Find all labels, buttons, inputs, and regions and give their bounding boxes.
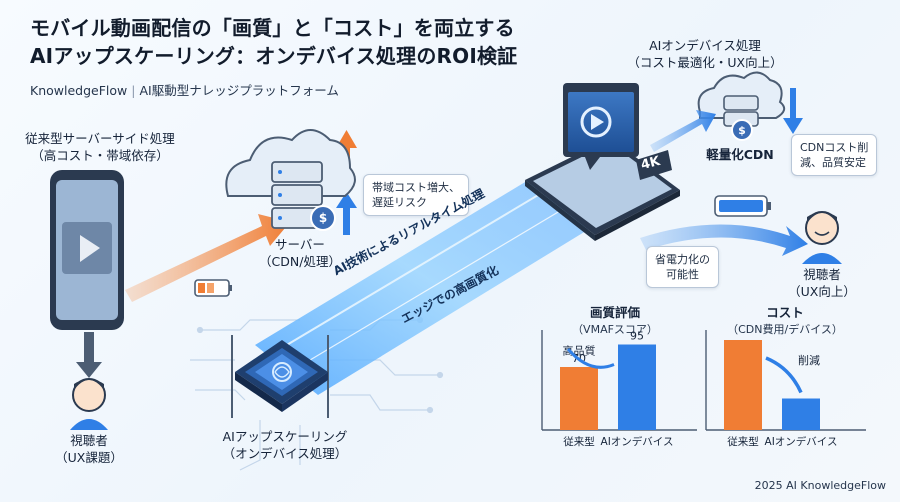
down-arrow-icon bbox=[76, 332, 102, 378]
brand-tagline: AI駆動型ナレッジプラットフォーム bbox=[139, 83, 339, 98]
brand-line: KnowledgeFlow|AI駆動型ナレッジプラットフォーム bbox=[30, 80, 339, 99]
viewer-right-sub: （UX向上） bbox=[788, 284, 856, 299]
video-screen-icon bbox=[563, 83, 639, 170]
cost-annotation: 削減 bbox=[798, 353, 820, 367]
quality-chart-subtitle: （VMAFスコア） bbox=[572, 323, 658, 336]
viewer-right-title: 視聴者 bbox=[803, 267, 841, 282]
on-device-heading: AIオンデバイス処理 （コスト最適化・UX向上） bbox=[620, 37, 790, 71]
viewer-left-sub: （UX課題） bbox=[55, 450, 123, 465]
page-title: モバイル動画配信の「画質」と「コスト」を両立する AIアップスケーリング：オンデ… bbox=[30, 14, 517, 70]
bandwidth-callout-line-2: 遅延リスク bbox=[372, 196, 427, 209]
bandwidth-cost-callout: 帯域コスト増大、 遅延リスク bbox=[363, 174, 469, 216]
power-callout-line-2: 可能性 bbox=[666, 268, 699, 281]
quality-chart-title: 画質評価 bbox=[589, 305, 640, 320]
viewer-right-label: 視聴者 （UX向上） bbox=[772, 266, 872, 300]
cdn-callout-line-1: CDNコスト削 bbox=[800, 141, 869, 154]
cdn-label: 軽量化CDN bbox=[706, 147, 774, 162]
quality-tick-label-1: 従来型 bbox=[563, 435, 595, 448]
4k-badge-icon bbox=[636, 150, 672, 180]
chip-sub: （オンデバイス処理） bbox=[222, 446, 348, 461]
cost-tick-label-2: AIオンデバイス bbox=[765, 435, 838, 448]
battery-full-icon bbox=[714, 195, 771, 217]
legacy-heading-line-2: （高コスト・帯域依存） bbox=[31, 148, 169, 163]
cost-chart-subtitle: （CDN費用/デバイス） bbox=[727, 323, 843, 336]
ai-chip-icon bbox=[231, 335, 329, 418]
battery-low-icon bbox=[194, 279, 232, 297]
legacy-phone-icon bbox=[50, 170, 124, 330]
cost-down-arrow-icon bbox=[783, 88, 803, 134]
cost-chart: 従来型 AIオンデバイス 削減 bbox=[705, 330, 866, 448]
brand-separator: | bbox=[131, 83, 136, 98]
power-callout-line-1: 省電力化の bbox=[655, 253, 710, 266]
cdn-cost-callout: CDNコスト削 減、品質安定 bbox=[791, 134, 878, 176]
chip-title: AIアップスケーリング bbox=[222, 429, 348, 444]
cost-chart-header: コスト （CDN費用/デバイス） bbox=[705, 302, 865, 337]
cdn-link-arrow bbox=[650, 110, 716, 152]
brand-name: KnowledgeFlow bbox=[30, 83, 128, 98]
quality-bar-1 bbox=[560, 367, 598, 430]
viewer-left-label: 視聴者 （UX課題） bbox=[39, 432, 139, 466]
quality-annotation-arrow bbox=[566, 348, 615, 369]
bandwidth-callout-line-1: 帯域コスト増大、 bbox=[372, 181, 460, 194]
cost-annotation-arrow bbox=[765, 356, 803, 394]
quality-tick-label-2: AIオンデバイス bbox=[601, 435, 674, 448]
power-saving-callout: 省電力化の 可能性 bbox=[646, 246, 719, 288]
lightweight-cdn-icon: $ bbox=[697, 71, 786, 141]
cost-bar-1 bbox=[724, 340, 762, 430]
quality-bar-2 bbox=[618, 344, 656, 430]
cost-tick-label-1: 従来型 bbox=[727, 435, 759, 448]
quality-chart-header: 画質評価 （VMAFスコア） bbox=[540, 302, 690, 337]
latency-up-arrow-icon bbox=[336, 192, 357, 235]
svg-text:$: $ bbox=[319, 211, 327, 225]
viewer-left-title: 視聴者 bbox=[70, 433, 108, 448]
on-device-heading-line-2: （コスト最適化・UX向上） bbox=[627, 55, 783, 70]
footer-copyright: 2025 AI KnowledgeFlow bbox=[754, 479, 886, 492]
title-line-1: モバイル動画配信の「画質」と「コスト」を両立する bbox=[30, 16, 515, 40]
legacy-heading: 従来型サーバーサイド処理 （高コスト・帯域依存） bbox=[20, 130, 180, 164]
on-device-heading-line-1: AIオンデバイス処理 bbox=[649, 38, 761, 53]
quality-value-label-2: 95 bbox=[630, 330, 644, 343]
server-request-arrow bbox=[125, 214, 290, 302]
chip-label: AIアップスケーリング （オンデバイス処理） bbox=[210, 428, 360, 462]
server-sub: （CDN/処理） bbox=[259, 254, 341, 269]
server-label: サーバー （CDN/処理） bbox=[250, 236, 350, 270]
cloud-server-icon: $ bbox=[225, 129, 356, 231]
cost-bar-2 bbox=[782, 398, 820, 430]
delivery-arrow bbox=[640, 224, 808, 256]
cdn-callout-line-2: 減、品質安定 bbox=[800, 156, 866, 169]
svg-text:$: $ bbox=[738, 124, 746, 137]
cost-chart-title: コスト bbox=[766, 305, 804, 320]
title-line-2: AIアップスケーリング：オンデバイス処理のROI検証 bbox=[30, 44, 518, 68]
light-beam bbox=[255, 170, 612, 395]
viewer-right-icon bbox=[802, 211, 842, 264]
legacy-heading-line-1: 従来型サーバーサイド処理 bbox=[25, 131, 175, 146]
viewer-left-icon bbox=[70, 378, 108, 430]
server-title: サーバー bbox=[275, 237, 325, 252]
